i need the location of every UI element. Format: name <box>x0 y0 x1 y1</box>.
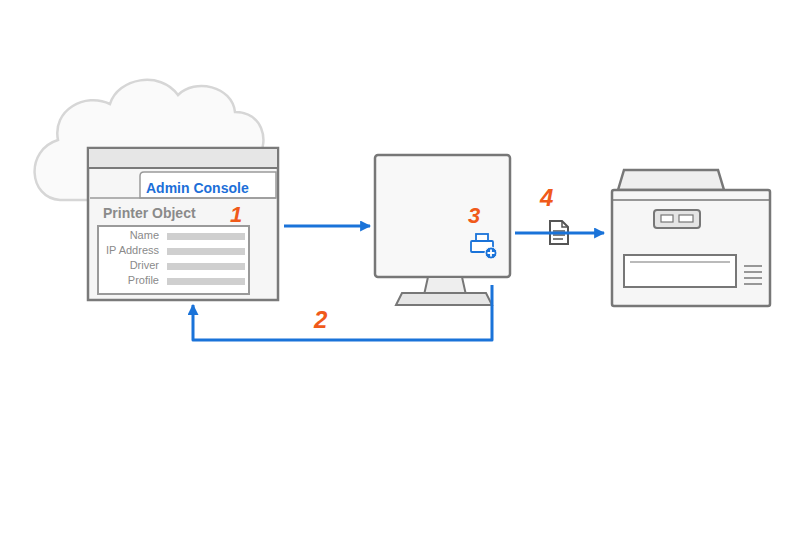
field-value-bar <box>167 248 245 255</box>
field-label: Driver <box>130 259 159 272</box>
printer-device <box>612 170 770 306</box>
printer <box>612 170 770 306</box>
callout-number: 1 <box>230 202 242 227</box>
callout-number: 2 <box>312 308 329 332</box>
monitor-screen: 3 <box>375 155 510 277</box>
field-value-bar <box>167 278 245 285</box>
printer-fields-box: Name IP AddressDriverProfile <box>97 225 250 295</box>
flow-arrow <box>284 225 370 228</box>
window-title: Admin Console <box>146 180 249 196</box>
admin-console-window: Admin ConsolePrinter Object 1Name IP Addre… <box>88 148 278 300</box>
cloud-outline <box>35 80 264 200</box>
field-value-bar <box>167 233 245 240</box>
console-window <box>88 148 278 300</box>
flow-arrow <box>515 232 604 235</box>
callout-number: 3 <box>468 203 480 228</box>
object-heading: Printer Object <box>103 205 196 221</box>
monitor <box>375 155 510 305</box>
callout-number: 4 <box>538 186 555 210</box>
add-printer-icon <box>471 234 497 259</box>
field-label: Name <box>130 229 159 242</box>
field-label: Profile <box>128 274 159 287</box>
field-value-bar <box>167 263 245 270</box>
field-label: IP Address <box>106 244 159 257</box>
